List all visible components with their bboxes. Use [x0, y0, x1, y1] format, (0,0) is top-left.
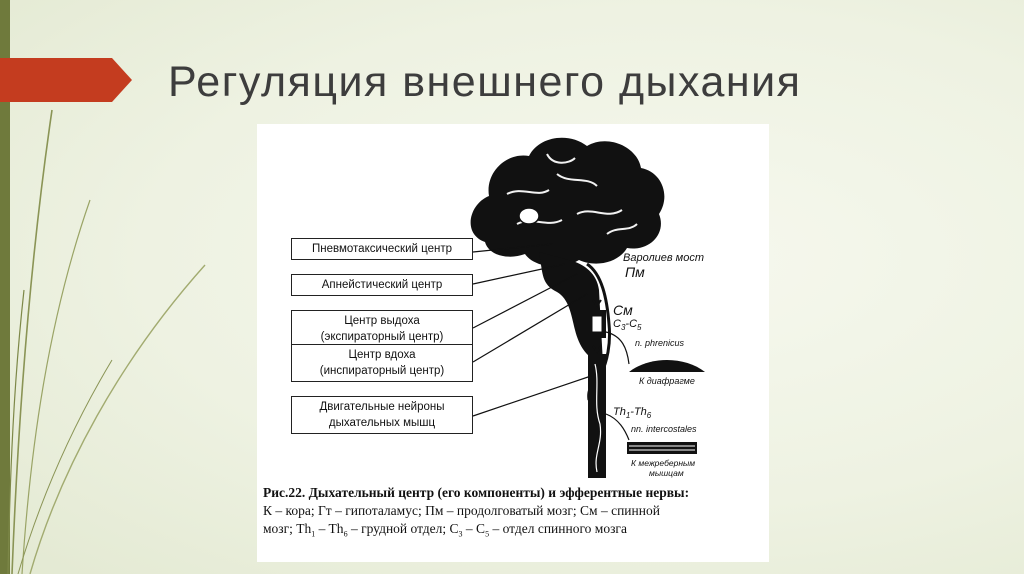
caption-sub: 6 — [343, 529, 348, 539]
caption-sub: 5 — [485, 529, 490, 539]
caption-part: – грудной отдел; С — [347, 521, 459, 536]
respiratory-center-figure: Пневмотаксический центр Апнейстический ц… — [257, 124, 769, 562]
caption-part: – отдел спинного мозга — [489, 521, 627, 536]
left-accent-rail — [0, 0, 10, 574]
slide-title: Регуляция внешнего дыхания — [168, 58, 802, 106]
figure-caption: Рис.22. Дыхательный центр (его компонент… — [263, 484, 763, 544]
caption-sub: 3 — [458, 529, 463, 539]
th-range-a: Th — [613, 406, 626, 418]
caption-legend-line-1: К – кора; Гт – гипоталамус; Пм – продолг… — [263, 503, 660, 518]
leader-lines — [472, 243, 592, 417]
caption-part: – Th — [315, 521, 344, 536]
box-label-line: (инспираторный центр) — [319, 365, 445, 377]
th-range-sep: -Th — [630, 406, 647, 418]
thoracic-range-label: Th1-Th6 — [613, 406, 651, 420]
title-accent-arrow-icon — [0, 58, 132, 102]
box-label-line: (экспираторный центр) — [320, 331, 444, 343]
intercostal-muscles-label-2: мышцам — [649, 468, 684, 478]
spinal-cord-label: См — [613, 302, 633, 318]
box-label-line: Центр вдоха — [348, 349, 416, 361]
pneumotaxic-center-box: Пневмотаксический центр — [291, 238, 473, 260]
intercostal-muscles-label-1: К межреберным — [631, 458, 696, 468]
box-label-line: Апнейстический центр — [321, 279, 443, 291]
diaphragm-label: К диафрагме — [639, 376, 695, 386]
c-range-a: С — [613, 318, 621, 330]
box-label-line: дыхательных мышц — [328, 417, 436, 429]
inspiratory-center-box: Центр вдоха (инспираторный центр) — [291, 344, 473, 382]
th-range-b-sub: 6 — [646, 411, 652, 421]
box-label-line: Пневмотаксический центр — [312, 243, 452, 255]
apneustic-center-box: Апнейстический центр — [291, 274, 473, 296]
c-range-b-sub: 5 — [637, 323, 642, 333]
down-arrow-icon — [592, 294, 602, 308]
th-range-a-sub: 1 — [625, 411, 631, 421]
intercostal-muscle-icon — [627, 442, 697, 454]
caption-sub: 1 — [311, 529, 316, 539]
cervical-range-label: С3-С5 — [613, 318, 641, 332]
motor-neurons-box: Двигательные нейроны дыхательных мышц — [291, 396, 473, 434]
caption-title: Рис.22. Дыхательный центр (его компонент… — [263, 485, 690, 500]
decorative-grass-lines — [7, 109, 206, 574]
spinal-cord-thoracic-icon — [588, 354, 606, 478]
c-range-a-sub: 3 — [620, 323, 626, 333]
intercostales-label: nn. intercostales — [631, 424, 697, 434]
phrenicus-label: n. phrenicus — [635, 338, 685, 348]
box-label-line: Центр выдоха — [344, 315, 420, 327]
pons-label: Варолиев мост — [623, 252, 705, 264]
brain-icon — [470, 137, 665, 267]
diaphragm-icon — [629, 360, 705, 372]
box-label-line: Двигательные нейроны — [319, 401, 445, 413]
caption-part: мозг; Th — [263, 521, 312, 536]
medulla-label: Пм — [625, 264, 645, 280]
diagram-drawing — [470, 137, 705, 478]
caption-legend-line-2: мозг; Th1 – Th6 – грудной отдел; С3 – С5… — [263, 520, 763, 544]
caption-part: – С — [462, 521, 486, 536]
expiratory-center-box: Центр выдоха (экспираторный центр) — [291, 310, 473, 348]
spinal-cord-cervical-icon — [588, 310, 606, 354]
c-range-sep: -С — [625, 318, 638, 330]
